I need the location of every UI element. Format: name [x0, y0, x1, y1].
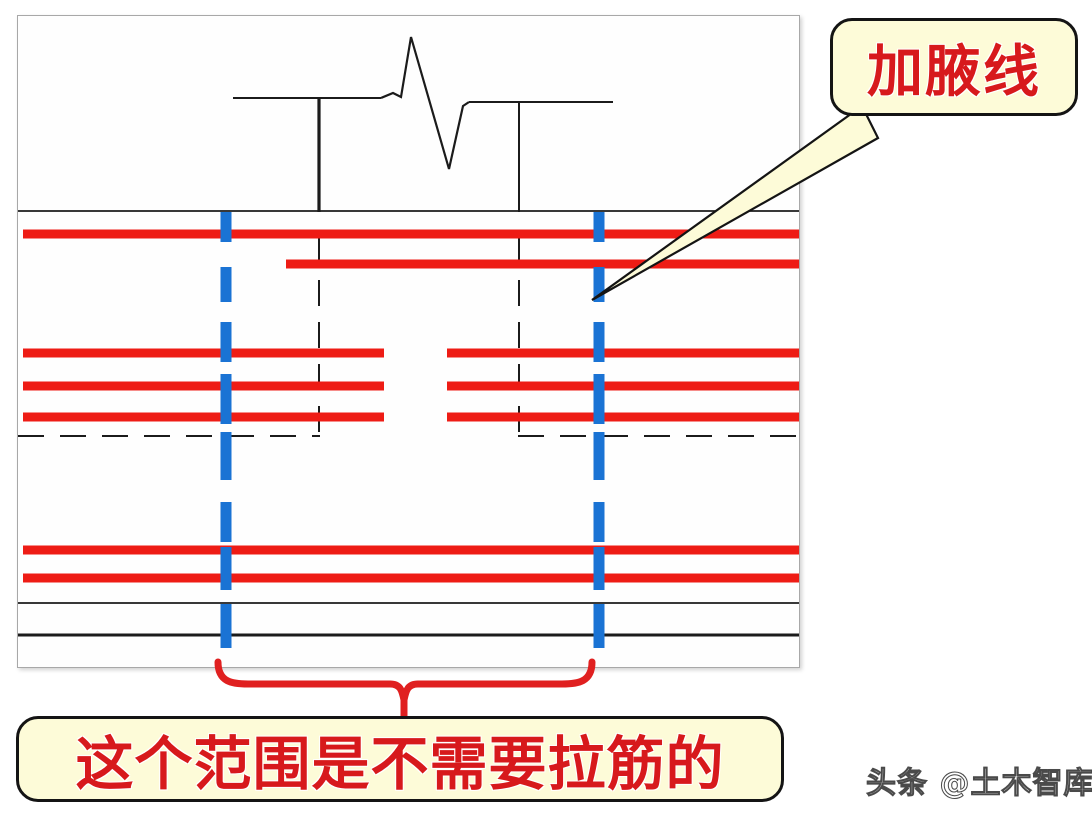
engineering-drawing-frame — [17, 15, 800, 668]
callout-haunch-line[interactable]: 加腋线 — [830, 18, 1078, 116]
break-symbol-zigzag — [380, 36, 470, 170]
callout-haunch-line-label: 加腋线 — [867, 39, 1041, 105]
watermark-text: 头条 @土木智库 — [865, 766, 1092, 802]
column-hidden-outline-group — [18, 238, 799, 437]
rebar-group — [23, 229, 799, 583]
drawing-linework — [18, 36, 799, 648]
callout-no-tie-range-label: 这个范围是不需要拉筋的 — [75, 730, 725, 798]
structural-outline-group — [18, 36, 799, 637]
callout-no-tie-range[interactable]: 这个范围是不需要拉筋的 — [16, 716, 784, 802]
